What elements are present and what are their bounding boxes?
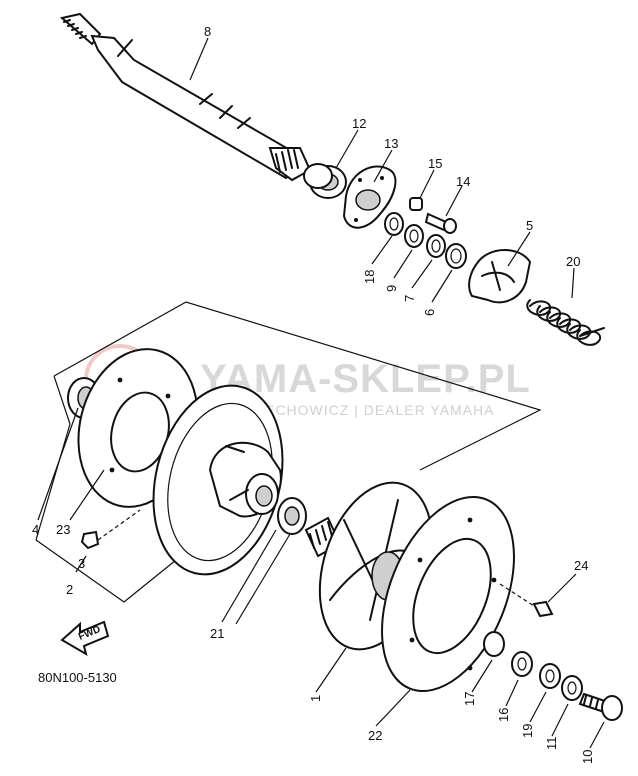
leader-dashed-3 <box>97 509 141 541</box>
watermark-sub-text: WOJCIECHOWICZ | DEALER YAMAHA <box>215 402 494 418</box>
label-part-8: 8 <box>204 24 211 39</box>
spring-part-20 <box>526 299 605 346</box>
label-part-20: 20 <box>566 254 580 269</box>
washer-part-6 <box>445 243 467 269</box>
label-part-18: 18 <box>362 270 377 284</box>
nut-part-3 <box>80 530 100 550</box>
collar-part-17 <box>483 631 505 657</box>
washer-part-19 <box>539 663 561 689</box>
label-part-16: 16 <box>496 708 511 722</box>
pin-part-15 <box>409 197 423 211</box>
label-part-3: 3 <box>78 556 85 571</box>
label-part-14: 14 <box>456 174 470 189</box>
leader-lines <box>37 37 605 749</box>
label-part-2: 2 <box>66 582 73 597</box>
assembly-frame <box>35 301 542 603</box>
label-part-23: 23 <box>56 522 70 537</box>
label-part-12: 12 <box>352 116 366 131</box>
washer-part-7 <box>426 234 446 258</box>
label-part-4: 4 <box>32 522 39 537</box>
label-part-17: 17 <box>462 692 477 706</box>
torque-cam-part-5 <box>468 249 532 304</box>
label-part-15: 15 <box>428 156 442 171</box>
label-part-13: 13 <box>384 136 398 151</box>
label-part-6: 6 <box>422 309 437 316</box>
washer-part-11 <box>561 675 583 701</box>
part-labels: 8 12 13 15 14 5 20 18 9 7 6 4 23 3 2 21 … <box>32 24 595 764</box>
secondary-shaft-part-8 <box>59 12 312 182</box>
bolt-part-10 <box>578 692 623 721</box>
label-part-10: 10 <box>580 750 595 764</box>
washer-part-9 <box>404 224 424 248</box>
label-part-11: 11 <box>544 737 559 751</box>
bolt-part-14 <box>424 212 457 234</box>
label-part-24: 24 <box>574 558 588 573</box>
oil-seal-part-21 <box>277 497 307 535</box>
washer-part-18 <box>384 212 404 236</box>
washer-part-16 <box>511 651 533 677</box>
guide-plate-part-13 <box>342 165 397 229</box>
label-part-21: 21 <box>210 626 224 641</box>
label-part-7: 7 <box>402 295 417 302</box>
outer-disc-part-22 <box>381 495 515 693</box>
bearing-part-12 <box>303 163 347 199</box>
label-part-22: 22 <box>368 728 382 743</box>
label-part-19: 19 <box>520 724 535 738</box>
fwd-arrow-icon: FWD <box>60 620 110 657</box>
sliding-sheave-disc <box>152 384 284 576</box>
label-part-5: 5 <box>526 218 533 233</box>
label-part-1: 1 <box>308 695 323 702</box>
bolt-part-24 <box>499 583 554 618</box>
diagram-code: 80N100-5130 <box>38 670 117 685</box>
label-part-9: 9 <box>384 285 399 292</box>
